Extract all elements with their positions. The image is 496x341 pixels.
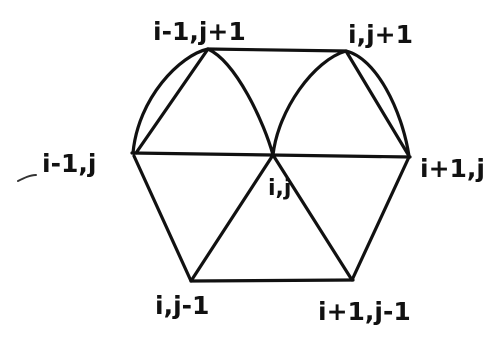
edge-left-lower <box>132 154 193 283</box>
edge-top <box>206 47 348 53</box>
edge-bottom <box>189 278 355 283</box>
label-right-node: i+1,j <box>420 154 485 183</box>
label-center-node: i,j <box>268 176 291 201</box>
label-top-right-node: i,j+1 <box>348 20 413 49</box>
edge-horizontal-middle <box>130 151 412 159</box>
edge-left-upper <box>134 47 210 155</box>
label-top-left-node: i-1,j+1 <box>153 17 246 46</box>
edge-center-to-bottom-right <box>271 153 354 282</box>
arc-top-right-to-center <box>271 49 348 157</box>
arc-top-right-to-right <box>344 49 411 158</box>
label-bottom-left-node: i,j-1 <box>155 291 209 320</box>
arc-top-left-to-center <box>206 47 275 157</box>
label-left-node: i-1,j <box>42 149 96 178</box>
edge-center-to-bottom-left <box>189 153 275 283</box>
arc-top-left-to-left <box>131 47 210 155</box>
label-bottom-right-node: i+1,j-1 <box>318 297 411 326</box>
stray-pen-mark <box>17 174 37 182</box>
edge-right-upper <box>344 49 411 158</box>
edge-right-lower <box>350 155 411 282</box>
